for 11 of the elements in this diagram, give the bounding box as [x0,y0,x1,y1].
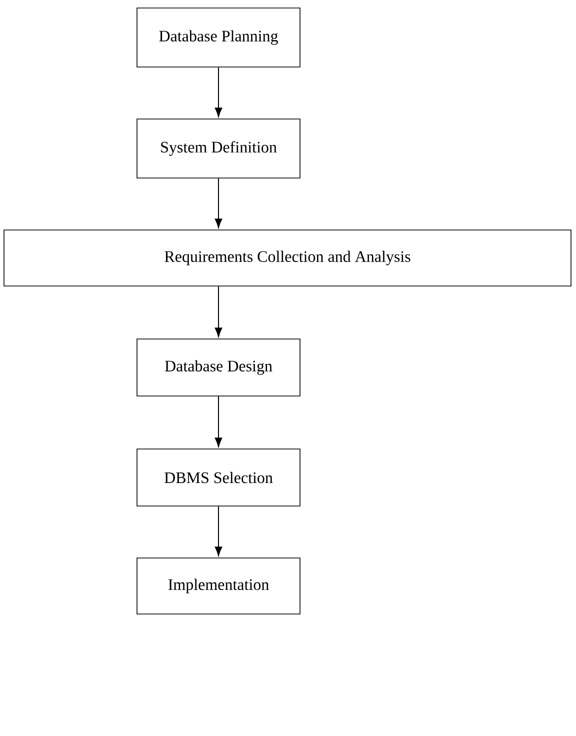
process-box: Implementation [136,558,300,614]
arrow [214,66,222,117]
arrow [214,286,222,337]
process-box: Database Design [136,338,300,396]
arrow [214,506,222,556]
arrow [214,178,222,228]
process-box: System Definition [136,118,300,178]
process-box: DBMS Selection [136,448,300,506]
process-box: Requirements Collection and Analysis [4,230,572,286]
process-box: Database Planning [136,8,300,68]
arrow [214,396,222,447]
